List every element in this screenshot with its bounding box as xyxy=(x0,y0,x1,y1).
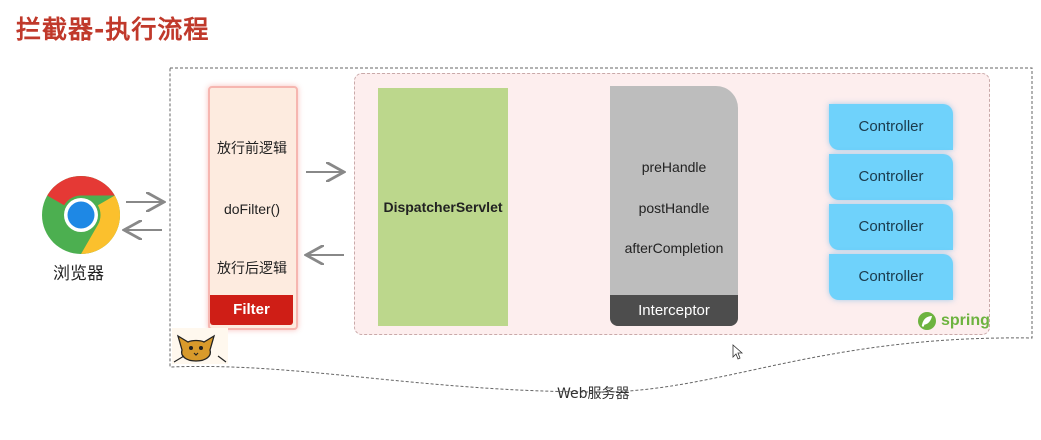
web-server-outline xyxy=(169,67,1033,393)
spring-label: spring xyxy=(941,312,990,329)
dispatcher-servlet-label: DispatcherServlet xyxy=(383,199,503,215)
controller-box: Controller xyxy=(829,154,953,200)
chrome-icon xyxy=(42,175,121,255)
interceptor-aftercompletion: afterCompletion xyxy=(624,240,724,256)
spring-logo: spring xyxy=(917,311,990,331)
interceptor-label: Interceptor xyxy=(610,295,738,326)
dispatcher-servlet-box: DispatcherServlet xyxy=(378,88,508,326)
controller-box: Controller xyxy=(829,204,953,250)
filter-before-logic: 放行前逻辑 xyxy=(217,140,287,156)
filter-label: Filter xyxy=(210,295,293,325)
browser-label: 浏览器 xyxy=(53,264,104,284)
cursor-icon xyxy=(732,344,744,360)
spring-leaf-icon xyxy=(918,312,936,330)
interceptor-posthandle: postHandle xyxy=(638,200,710,216)
controller-box: Controller xyxy=(829,104,953,150)
controller-box: Controller xyxy=(829,254,953,300)
page-title: 拦截器-执行流程 xyxy=(16,15,210,44)
filter-box xyxy=(208,86,298,330)
web-server-label: Web服务器 xyxy=(557,386,630,402)
filter-after-logic: 放行后逻辑 xyxy=(217,260,287,276)
tomcat-icon xyxy=(172,328,228,364)
filter-dofilter: doFilter() xyxy=(223,201,280,217)
interceptor-box xyxy=(610,86,738,326)
interceptor-prehandle: preHandle xyxy=(641,159,707,175)
